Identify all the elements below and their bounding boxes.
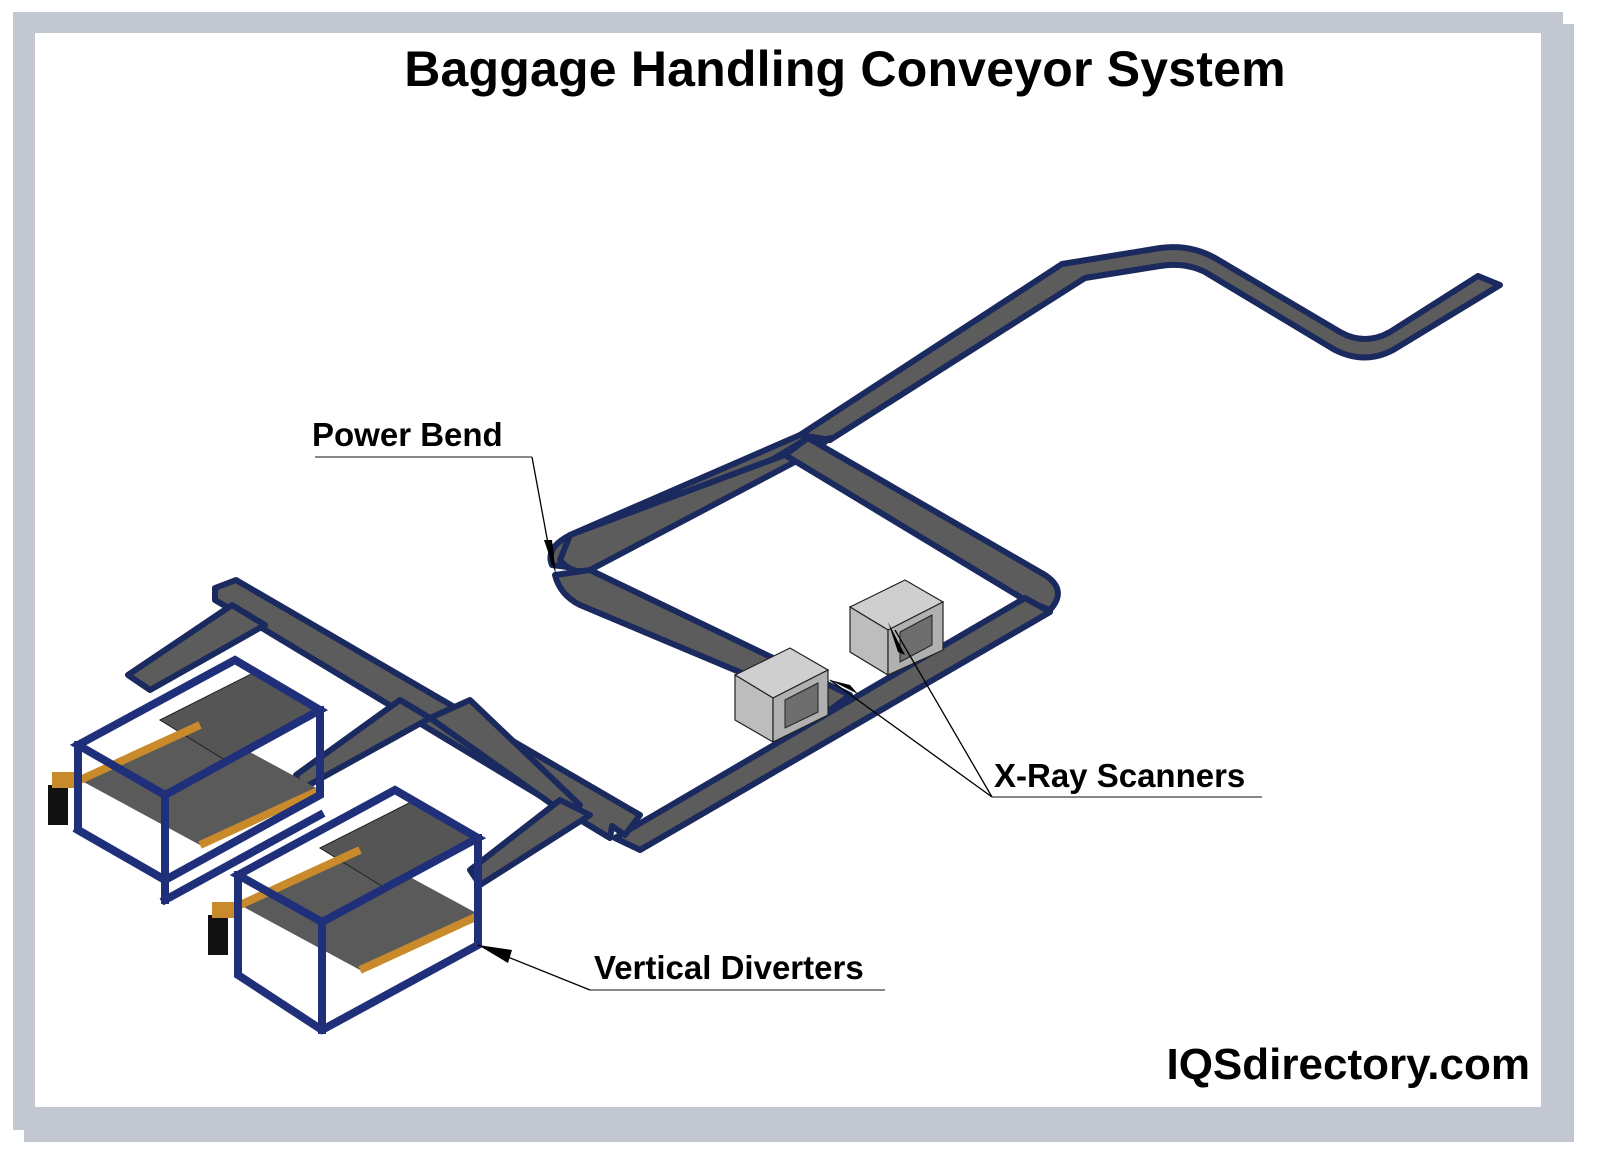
brand-watermark: IQSdirectory.com	[1166, 1040, 1530, 1089]
vertical-diverter-2	[208, 785, 487, 1035]
xray-scanners-leader	[829, 622, 1262, 798]
diagram-title: Baggage Handling Conveyor System	[404, 41, 1286, 97]
conveyor-loop	[547, 432, 1061, 853]
xray-scanner-2	[848, 579, 945, 677]
xray-scanner-1	[733, 647, 830, 744]
vertical-diverter-1	[48, 655, 329, 906]
main-conveyor-upper	[797, 244, 1503, 443]
power-bend-leader	[315, 456, 556, 575]
xray-scanners-label: X-Ray Scanners	[994, 757, 1246, 794]
vertical-diverters-label: Vertical Diverters	[594, 949, 864, 986]
power-bend-label: Power Bend	[312, 416, 503, 453]
vertical-diverters-leader	[477, 944, 885, 991]
diverter-feed-conveyor	[125, 577, 643, 888]
